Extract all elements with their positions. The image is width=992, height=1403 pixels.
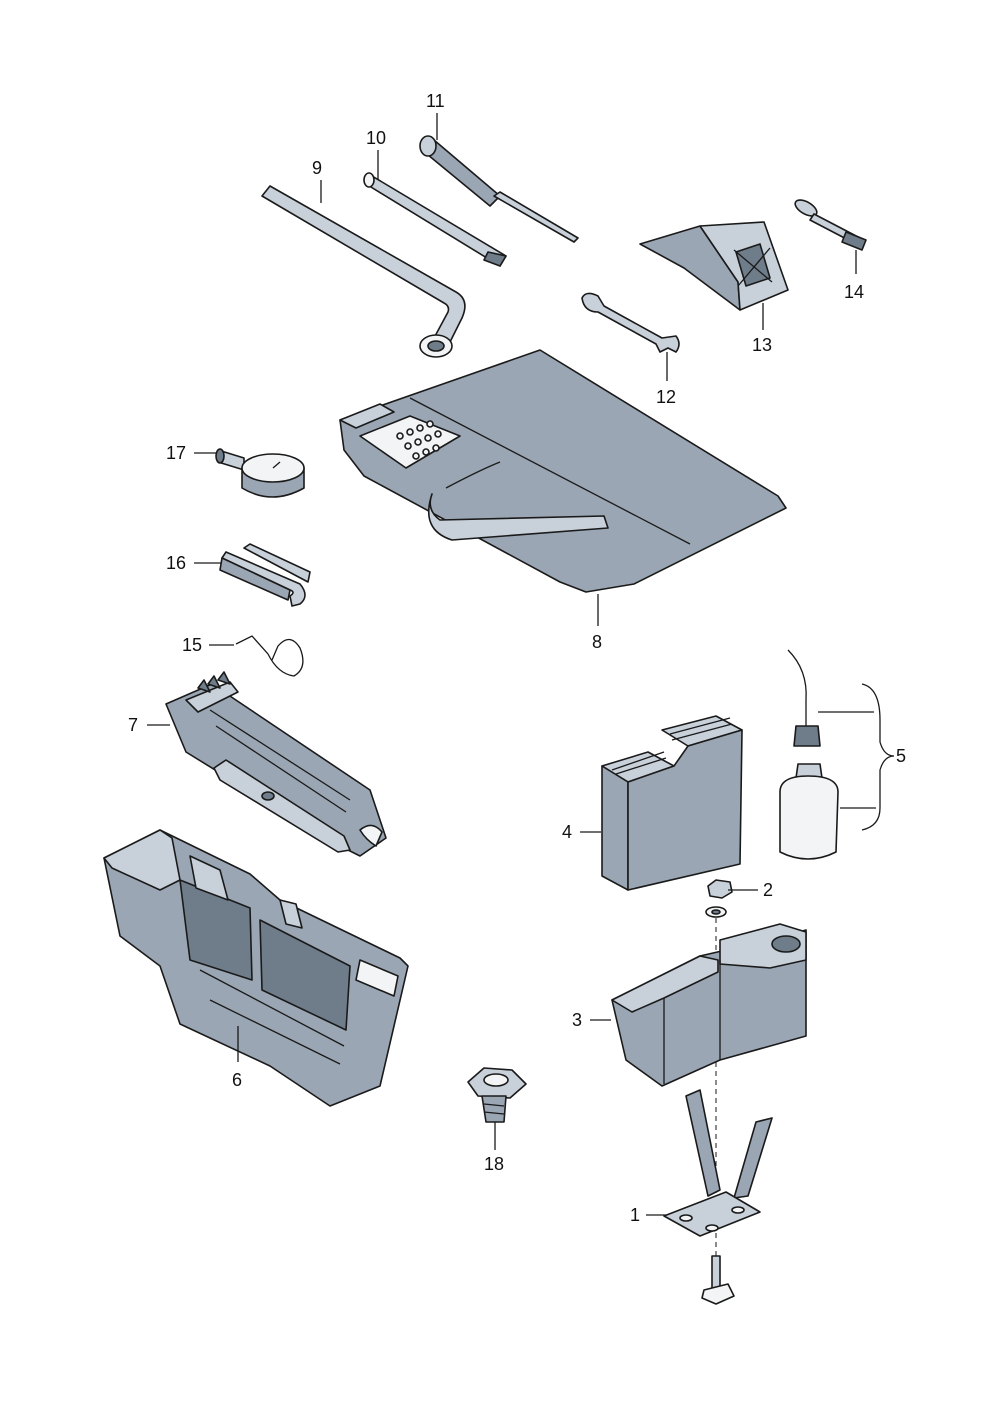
part-1-bracket <box>663 1089 773 1237</box>
callout-10: 10 <box>366 128 386 148</box>
part-18-locking-screw <box>467 1067 527 1123</box>
callout-3: 3 <box>572 1010 582 1030</box>
callout-18: 18 <box>484 1154 504 1174</box>
callout-16: 16 <box>166 553 186 573</box>
callout-13: 13 <box>752 335 772 355</box>
part-11-screwdriver <box>419 135 579 243</box>
callout-6: 6 <box>232 1070 242 1090</box>
jack-teeth <box>197 671 231 693</box>
callout-4: 4 <box>562 822 572 842</box>
callout-14: 14 <box>844 282 864 302</box>
part-15-wire-clip <box>235 635 304 677</box>
callout-7: 7 <box>128 715 138 735</box>
callout-5: 5 <box>896 746 906 766</box>
part-5-sealant-bottle <box>779 649 839 860</box>
part-16-clip <box>219 543 311 607</box>
part-13-wheel-chock <box>639 221 789 311</box>
callout-15: 15 <box>182 635 202 655</box>
part-7-jack <box>165 671 387 857</box>
part-3-holder-tray <box>611 923 807 1087</box>
callout-5-bracket <box>818 683 895 831</box>
part-17-pressure-gauge <box>215 448 305 498</box>
part-9-wheel-brace <box>261 185 466 358</box>
callout-12: 12 <box>656 387 676 407</box>
callout-2: 2 <box>763 880 773 900</box>
callout-17: 17 <box>166 443 186 463</box>
part-8-tool-bag <box>339 349 787 593</box>
callout-11: 11 <box>426 91 445 111</box>
part-4-battery-box <box>601 715 743 891</box>
bracket-bolt <box>701 1255 735 1305</box>
callout-9: 9 <box>312 158 322 178</box>
part-10-extension-bar <box>363 172 507 267</box>
part-6-foam-insert <box>103 829 409 1107</box>
part-14-towing-eye <box>794 199 867 251</box>
tool-bag-grid-dots <box>396 420 442 460</box>
callout-1: 1 <box>630 1205 640 1225</box>
part-2-nut <box>705 879 733 918</box>
callout-8: 8 <box>592 632 602 652</box>
part-12-spanner <box>581 292 680 353</box>
